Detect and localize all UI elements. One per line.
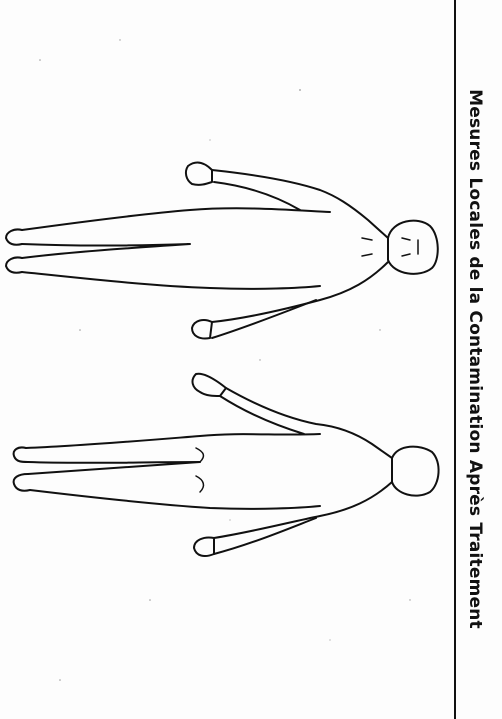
front-upper-arm-top — [212, 170, 388, 238]
front-torso-bottom — [22, 272, 320, 289]
back-buttock-marks — [196, 448, 203, 492]
front-arm-inner-bottom — [212, 300, 316, 338]
front-foot-bottom — [6, 257, 22, 272]
front-torso-top — [22, 208, 330, 230]
back-foot-bottom — [14, 474, 30, 491]
front-lower-arm — [212, 262, 388, 322]
back-hand-bottom — [194, 537, 214, 556]
front-face-marks — [402, 238, 418, 256]
front-chest-mark — [362, 238, 372, 256]
back-torso-bottom — [30, 490, 320, 509]
back-foot-top — [14, 447, 28, 462]
back-arm-inner-top — [220, 396, 304, 434]
front-inner-legs — [22, 244, 190, 258]
page-title: Mesures Locales de la Contamination Aprè… — [465, 0, 485, 719]
back-upper-arm-top — [226, 388, 392, 458]
back-lower-arm — [214, 482, 392, 538]
front-body-figure — [6, 163, 438, 339]
back-hand-top — [193, 374, 226, 396]
background-specks — [39, 39, 410, 681]
back-head — [392, 447, 439, 496]
front-foot-top — [6, 229, 22, 244]
body-outline-diagram — [0, 0, 452, 719]
front-hand-bottom — [192, 320, 212, 339]
front-head — [388, 221, 438, 274]
front-hand-top — [186, 163, 212, 185]
back-body-figure — [14, 374, 439, 556]
front-arm-inner-top — [214, 182, 300, 210]
back-torso-top — [26, 434, 320, 448]
back-inner-legs — [28, 462, 200, 474]
